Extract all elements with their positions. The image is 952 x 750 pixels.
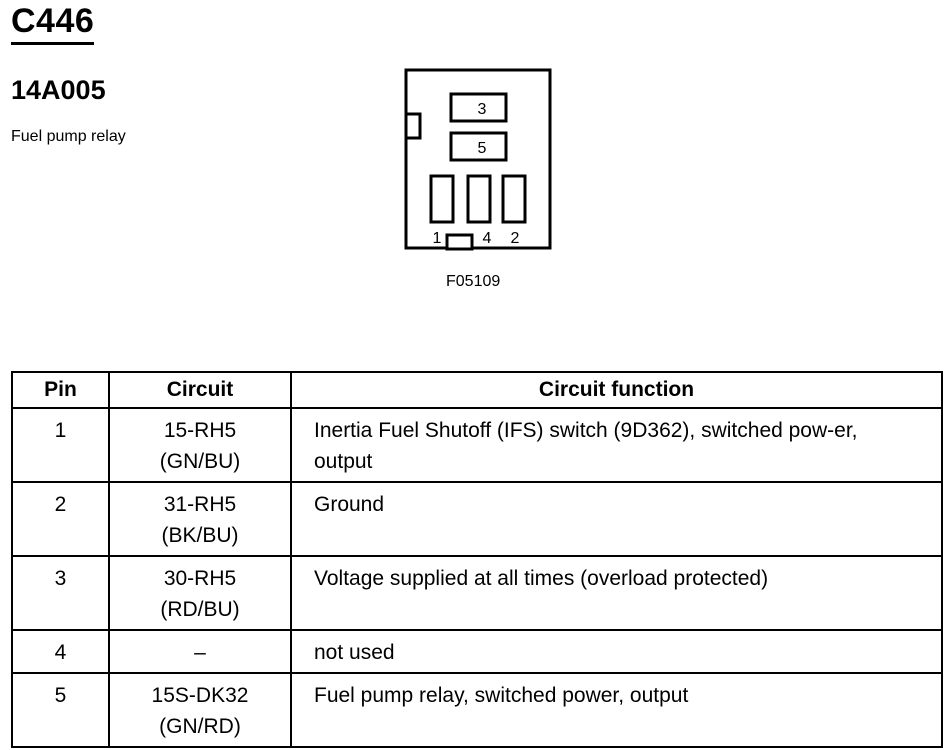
pinout-table: Pin Circuit Circuit function 1 15-RH5 (G… xyxy=(11,371,943,748)
circuit-cell: 30-RH5 (RD/BU) xyxy=(108,555,292,631)
terminal-slot-5 xyxy=(449,131,508,162)
pin-label-2: 2 xyxy=(511,230,520,247)
function-cell: Ground xyxy=(290,481,943,557)
bottom-key xyxy=(445,233,474,251)
function-cell: Fuel pump relay, switched power, output xyxy=(290,672,943,748)
part-description: Fuel pump relay xyxy=(11,128,126,145)
wire-color: (GN/BU) xyxy=(159,450,241,473)
figure-code: F05109 xyxy=(446,273,501,290)
wire-color: (GN/RD) xyxy=(159,715,241,738)
header-circuit: Circuit xyxy=(108,371,292,409)
table-row: 2 31-RH5 (BK/BU) Ground xyxy=(11,481,943,557)
circuit-cell: – xyxy=(108,629,292,674)
circuit-id: 30-RH5 xyxy=(163,567,237,590)
part-number: 14A005 xyxy=(11,75,106,105)
circuit-cell: 31-RH5 (BK/BU) xyxy=(108,481,292,557)
circuit-cell: 15-RH5 (GN/BU) xyxy=(108,407,292,483)
table-row: 5 15S-DK32 (GN/RD) Fuel pump relay, swit… xyxy=(11,672,943,748)
table-row: 4 – not used xyxy=(11,629,943,674)
pin-label-1: 1 xyxy=(433,230,442,247)
function-cell: not used xyxy=(290,629,943,674)
circuit-id: – xyxy=(194,641,206,664)
pin-cell: 2 xyxy=(11,481,110,557)
table-row: 3 30-RH5 (RD/BU) Voltage supplied at all… xyxy=(11,555,943,631)
circuit-cell: 15S-DK32 (GN/RD) xyxy=(108,672,292,748)
wire-color: (BK/BU) xyxy=(161,524,239,547)
connector-face-diagram: 3 5 1 4 2 xyxy=(403,68,555,252)
terminal-slot-1 xyxy=(429,174,455,224)
slot-label-5: 5 xyxy=(478,140,487,157)
pin-cell: 4 xyxy=(11,629,110,674)
wire-color: (RD/BU) xyxy=(160,598,240,621)
connector-id: C446 xyxy=(11,2,95,45)
table-row: 1 15-RH5 (GN/BU) Inertia Fuel Shutoff (I… xyxy=(11,407,943,483)
side-latch xyxy=(404,112,422,140)
pin-cell: 1 xyxy=(11,407,110,483)
function-cell: Inertia Fuel Shutoff (IFS) switch (9D362… xyxy=(290,407,943,483)
pin-cell: 3 xyxy=(11,555,110,631)
table-header-row: Pin Circuit Circuit function xyxy=(11,371,943,409)
terminal-slot-3 xyxy=(449,92,508,123)
terminal-slot-2 xyxy=(501,174,527,224)
slot-label-3: 3 xyxy=(478,101,487,118)
header-pin: Pin xyxy=(11,371,110,409)
pin-label-4: 4 xyxy=(483,230,492,247)
circuit-id: 15-RH5 xyxy=(163,419,237,442)
circuit-id: 15S-DK32 xyxy=(151,684,249,707)
circuit-id: 31-RH5 xyxy=(163,493,237,516)
pin-cell: 5 xyxy=(11,672,110,748)
function-cell: Voltage supplied at all times (overload … xyxy=(290,555,943,631)
header-circuit-function: Circuit function xyxy=(290,371,943,409)
terminal-slot-4 xyxy=(466,174,492,224)
